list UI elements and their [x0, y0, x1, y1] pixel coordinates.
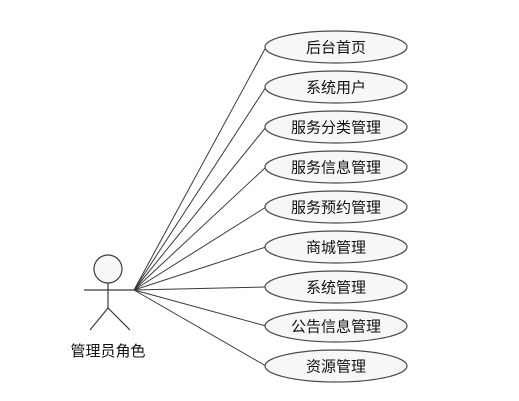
- use-case-ellipse: [264, 150, 408, 184]
- use-case-label: 资源管理: [306, 358, 366, 376]
- use-case-announcements: 公告信息管理: [264, 309, 408, 343]
- use-case-ellipse: [264, 230, 408, 264]
- association-line: [133, 289, 267, 327]
- use-case-label: 商城管理: [306, 239, 366, 257]
- association-line: [133, 126, 267, 291]
- use-case-label: 后台首页: [306, 39, 366, 57]
- use-case-ellipse: [264, 349, 408, 383]
- use-case-label: 服务分类管理: [291, 119, 381, 137]
- actor-label: 管理员角色: [70, 342, 145, 360]
- use-case-login: 后台首页: [264, 30, 408, 64]
- use-case-label: 公告信息管理: [291, 318, 381, 336]
- association-line: [133, 246, 267, 291]
- association-line: [133, 289, 267, 367]
- use-case-ellipse: [264, 70, 408, 104]
- use-case-ellipse: [264, 30, 408, 64]
- actor-right-leg: [107, 307, 131, 331]
- use-case-ellipse: [264, 110, 408, 144]
- association-line: [133, 206, 267, 291]
- actor-left-leg: [89, 307, 109, 331]
- use-case-resources: 资源管理: [264, 349, 408, 383]
- use-case-system-users: 系统用户: [264, 70, 408, 104]
- association-line: [133, 166, 267, 291]
- use-case-ellipse: [264, 270, 408, 304]
- association-lines: [133, 46, 267, 367]
- use-case-label: 系统管理: [306, 279, 366, 297]
- actor-head: [93, 254, 123, 284]
- use-case-ellipse: [264, 190, 408, 224]
- use-case-label: 服务预约管理: [291, 199, 381, 217]
- association-line: [133, 46, 267, 291]
- actor-figure: [84, 254, 134, 331]
- use-case-label: 服务信息管理: [291, 159, 381, 177]
- use-case-service-booking: 服务预约管理: [264, 190, 408, 224]
- use-case-ellipse: [264, 309, 408, 343]
- association-line: [133, 286, 267, 291]
- association-line: [133, 86, 267, 291]
- use-case-service-info: 服务信息管理: [264, 150, 408, 184]
- use-case-system-management: 系统管理: [264, 270, 408, 304]
- use-case-service-category: 服务分类管理: [264, 110, 408, 144]
- use-case-mall: 商城管理: [264, 230, 408, 264]
- use-case-label: 系统用户: [306, 79, 366, 97]
